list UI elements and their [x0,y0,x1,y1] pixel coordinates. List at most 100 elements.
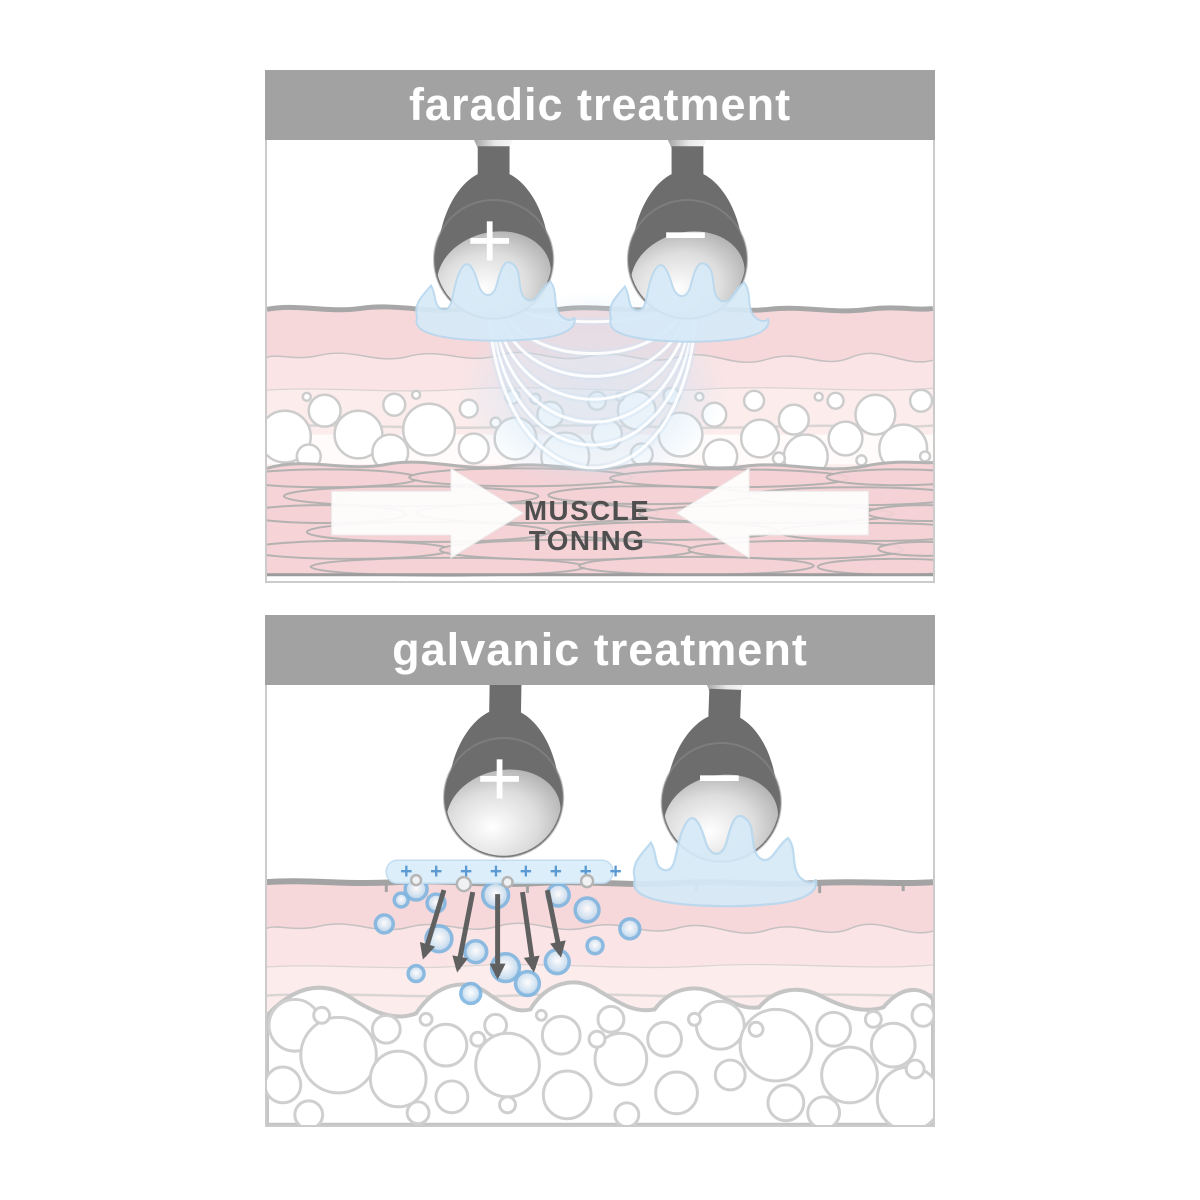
fat-cell [293,1099,325,1125]
fat-cell [587,1029,607,1049]
fat-cell [333,409,384,460]
fat-cell [307,393,342,428]
fat-cell [739,418,781,459]
fat-cell [498,1095,517,1115]
fat-cell [368,1049,428,1109]
muscle-arrow-left [331,467,525,559]
fat-cell [646,1020,684,1058]
fat-cell [742,389,766,412]
muscle-label-line2: TONING [529,525,646,556]
positive-electrode: + [436,685,573,874]
dermis-line-2 [267,993,933,998]
fat-cell [405,1100,431,1125]
galvanic-title: galvanic treatment [392,624,808,675]
gel-pad-strip [385,859,614,884]
ion [543,947,571,976]
fat-cell [299,1015,378,1095]
ion [618,917,642,941]
epidermis-layer [267,882,933,970]
fat-cell [771,451,787,466]
down-arrow [452,891,476,973]
fat-cell [534,1008,548,1022]
fat-cell [540,1014,582,1056]
field-curves [484,296,701,472]
surface-bubble [579,873,595,889]
fat-cell [875,1065,933,1125]
fat-cell [686,1011,702,1027]
muscle-label-line1: MUSCLE [524,495,650,526]
fat-cell [434,1079,470,1115]
surface-bubble [455,875,473,893]
muscle-fiber [309,556,587,577]
galvanic-panel: galvanic treatment [265,615,935,1127]
fat-cell [713,1058,747,1092]
fat-cell [855,454,868,467]
fat-cell [738,1007,814,1083]
fat-layer [267,980,933,1125]
ion [373,913,395,935]
surface-bubble [409,873,423,887]
fat-cell [908,388,933,413]
galvanic-diagram: + + + + + + + + + − [267,685,933,1125]
muscle-fiber [877,540,933,557]
fat-cell [694,999,746,1051]
fat-cell [827,420,864,457]
fat-cell [423,1022,469,1068]
fat-cell [593,1031,649,1087]
fat-cell [301,391,312,403]
surface-bubble [501,875,514,889]
ion-particles [373,876,642,1006]
ion [463,939,489,965]
fat-cell [613,1101,641,1125]
fat-cell [312,1005,332,1025]
faradic-panel: faradic treatment [265,70,935,583]
fat-cell [654,1070,699,1116]
faradic-diagram: MUSCLE TONING + − [267,140,933,577]
ion [513,969,542,998]
negative-sign: − [696,733,742,822]
fat-cell [820,1045,879,1105]
fat-cell [596,1004,626,1034]
fat-cell [904,1058,926,1080]
ion [406,963,426,984]
fat-cell [910,1002,933,1028]
down-arrow [419,889,447,960]
muscle-layer [267,460,933,577]
iontophoresis-arrows [419,889,566,980]
fat-cell [382,392,407,417]
fat-cell [766,1083,806,1123]
negative-electrode: − [652,685,793,880]
fat-cell [747,1020,765,1038]
fat-cell [826,391,845,410]
ion [459,981,483,1006]
ion [585,936,605,956]
fat-cell [918,450,932,463]
fat-cell [854,393,897,436]
fat-cell [410,389,422,401]
gel-pad: + + + + + + + + [385,859,627,893]
positive-sign: + [476,734,522,823]
fat-cell [863,1009,883,1029]
fat-cell [401,402,457,457]
dermis-line [267,963,933,970]
galvanic-header: galvanic treatment [265,615,935,685]
down-arrow [544,889,566,958]
fat-cell [469,1030,487,1048]
down-arrow [520,891,540,973]
gel-charge-row: + + + + + + + + [400,860,627,883]
fat-cell [370,1013,402,1045]
ion [573,896,601,924]
fat-cell [418,1011,434,1027]
muscle-fiber [825,468,933,487]
faradic-header: faradic treatment [265,70,935,140]
ion [392,891,410,909]
fat-cell [815,1010,852,1048]
muscle-fiber [267,468,420,489]
fat-cell [541,1069,593,1121]
muscle-fiber [267,539,451,560]
fat-cell [806,1095,842,1125]
muscle-arrow-right [675,467,869,559]
fat-cell [813,391,824,403]
muscle-fiber [578,555,815,576]
